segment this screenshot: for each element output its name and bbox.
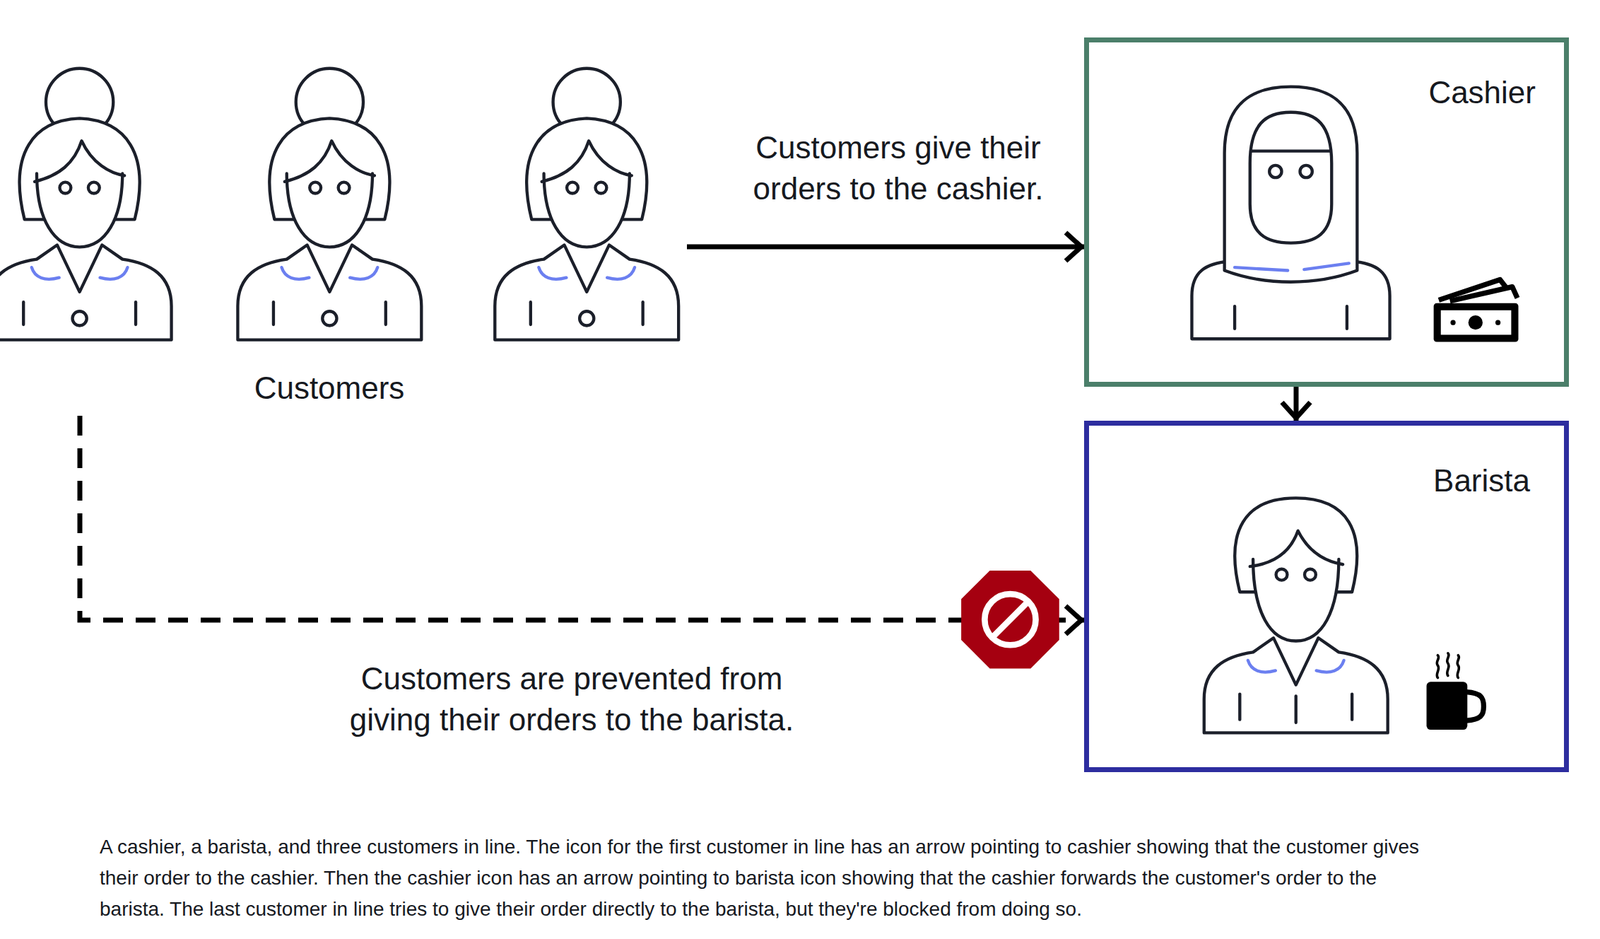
stop-sign [992,602,1028,637]
barista-figure [1238,693,1241,720]
arrow-head [1065,605,1082,634]
coffee-icon [1436,655,1439,678]
connector [79,415,1085,634]
cashier-figure [1250,149,1331,152]
coffee-icon [1466,691,1485,721]
barista-figure [1276,568,1288,581]
barista-figure [1294,695,1298,723]
arrow-head [1065,232,1082,261]
money-icon [1450,320,1456,326]
edge-label: Customers are prevented from giving thei… [324,657,820,740]
barista-figure [1350,693,1354,720]
barista-figure [1304,568,1316,581]
text-slot: Cashier [1428,72,1536,114]
customer-group: Customers [0,69,687,416]
node-label: Barista [1433,460,1531,502]
cashier-figure [1250,112,1333,244]
node-label: Cashier [1428,72,1536,114]
coffee-icon [1457,655,1460,678]
money-icon [1495,320,1501,326]
barista-figure [1204,637,1388,733]
barista-figure [1250,530,1343,567]
coffee-icon [1447,653,1450,676]
barista-figure [1253,559,1339,641]
connector [686,232,1085,261]
money-icon [1440,310,1512,335]
stop-sign [961,570,1060,669]
customer-figure [0,68,172,340]
money-icon [1433,279,1519,343]
cashier-figure [1300,165,1313,178]
barista-figure [1316,660,1345,673]
connector-line [79,415,1085,620]
cashier-figure [1233,306,1237,329]
stop-sign [961,570,1060,669]
barista-figure [1204,497,1388,733]
text-slot: Barista [1433,460,1531,502]
edge-label-slot: Customers are prevented from giving thei… [324,657,820,740]
node-label: Customers [254,367,405,409]
cashier-figure [1345,306,1349,329]
money-icon [1433,303,1519,343]
stop-sign [984,593,1036,645]
cashier-figure [1269,165,1282,178]
cashier-figure [1234,267,1288,270]
customer-figure [494,68,679,340]
cashier-figure [1191,86,1390,340]
money-icon [1468,315,1483,330]
arrow-head [1281,402,1311,418]
barista-figure [1248,660,1276,673]
coffee-icon [1426,681,1468,730]
caption-slot: A cashier, a barista, and three customer… [99,831,1443,925]
coffee-icon [1426,653,1485,730]
caption: A cashier, a barista, and three customer… [99,831,1443,925]
edge-label: Customers give their orders to the cashi… [732,127,1065,210]
text-slot: Customers [0,367,673,409]
cashier-box: Cashier [1084,37,1569,387]
connector-line [686,244,1085,250]
cashier-figure [1303,262,1350,270]
edge-label-slot: Customers give their orders to the cashi… [732,127,1065,210]
customer-figure [237,68,422,340]
connector [1281,386,1311,421]
cashier-figure [1224,86,1358,282]
barista-box: Barista [1084,420,1569,772]
money-icon [1450,286,1518,302]
